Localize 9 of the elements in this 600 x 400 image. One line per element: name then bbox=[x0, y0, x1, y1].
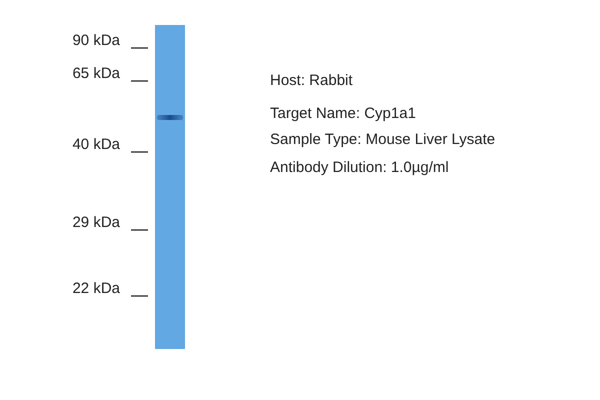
marker-label: 40 kDa bbox=[71, 136, 120, 154]
info-text: Host: Rabbit bbox=[270, 72, 353, 90]
info-text: Target Name: Cyp1a1 bbox=[270, 105, 416, 123]
info-text: Antibody Dilution: 1.0µg/ml bbox=[270, 159, 449, 177]
info-text: Sample Type: Mouse Liver Lysate bbox=[270, 131, 496, 149]
marker-label: 22 kDa bbox=[71, 280, 120, 298]
marker-label: 29 kDa bbox=[71, 214, 120, 232]
marker-label: 90 kDa bbox=[71, 32, 120, 50]
marker-label: 65 kDa bbox=[71, 65, 120, 83]
